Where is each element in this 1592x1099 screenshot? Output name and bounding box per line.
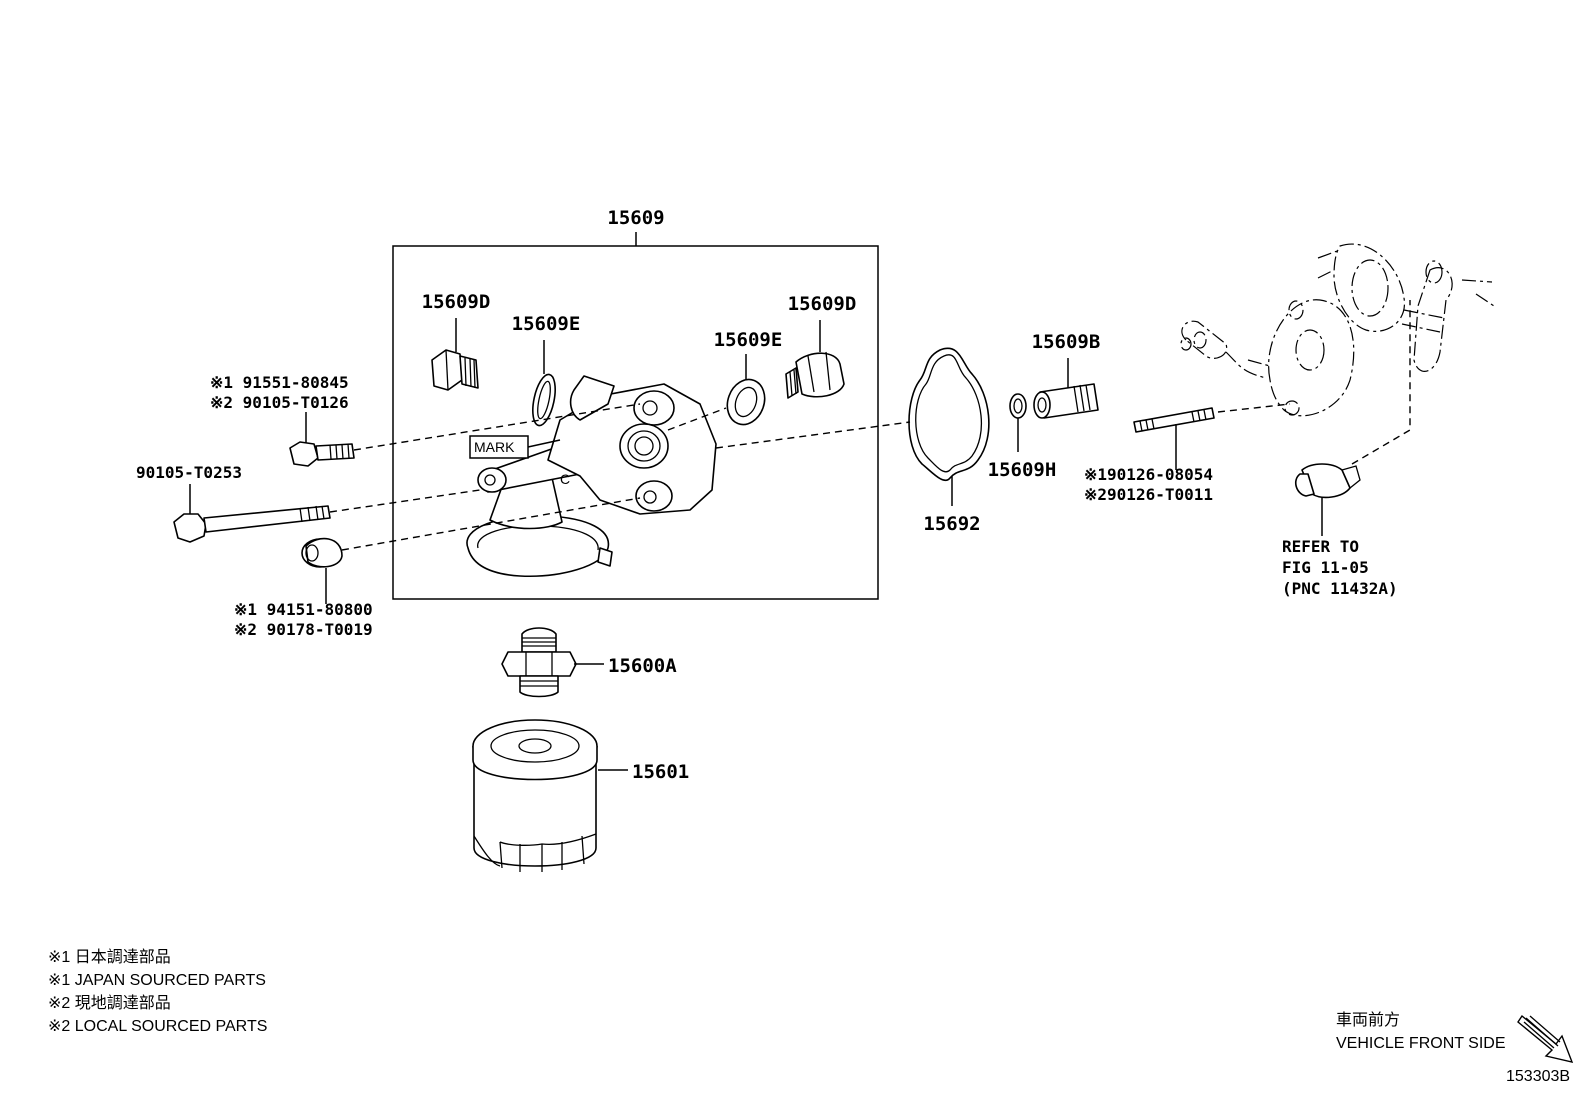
label-bushing-2[interactable]: ※2 90178-T0019	[234, 620, 373, 639]
union-15600a: 15600A	[501, 627, 677, 698]
label-15609h[interactable]: 15609H	[988, 459, 1057, 481]
label-refer-2[interactable]: FIG 11-05	[1282, 558, 1369, 577]
label-15609b[interactable]: 15609B	[1032, 331, 1101, 353]
label-refer-3[interactable]: (PNC 11432A)	[1282, 579, 1398, 598]
drain-plug-15609d-left: 15609D	[422, 291, 491, 391]
assembly-lines	[329, 300, 1411, 551]
label-15600a[interactable]: 15600A	[608, 655, 677, 677]
label-90105-t0253[interactable]: 90105-T0253	[136, 463, 242, 482]
label-15609e-left[interactable]: 15609E	[512, 313, 581, 335]
mark-callout-leader	[527, 439, 561, 448]
o-ring-15609h: 15609H	[988, 393, 1057, 481]
assembly-15609-group: 15609	[392, 207, 879, 600]
legend-line-2: ※1 JAPAN SOURCED PARTS	[48, 972, 266, 989]
engine-block-reference	[1180, 243, 1495, 417]
mark-callout-label[interactable]: MARK	[474, 439, 515, 455]
drain-plug-15609d-right: 15609D	[785, 293, 857, 399]
front-side-jp: 車両前方	[1336, 1011, 1400, 1029]
plug-fig-11-05: REFER TO FIG 11-05 (PNC 11432A)	[1282, 463, 1398, 598]
vehicle-front-indicator: 車両前方 VEHICLE FRONT SIDE 153303B	[1336, 1011, 1574, 1085]
oil-filter-15601: 15601	[472, 719, 689, 872]
flange-bolt-upper: ※1 91551-80845 ※2 90105-T0126	[210, 373, 355, 467]
gasket-15609e-left: 15609E	[512, 313, 581, 427]
label-15609e-right[interactable]: 15609E	[714, 329, 783, 351]
label-15601[interactable]: 15601	[632, 761, 689, 783]
front-direction-arrow-icon	[1517, 1014, 1574, 1063]
label-bushing-1[interactable]: ※1 94151-80800	[234, 600, 373, 619]
label-bolt-upper-2[interactable]: ※2 90105-T0126	[210, 393, 349, 412]
pipe-15609b: 15609B	[1032, 331, 1101, 419]
legend-line-4: ※2 LOCAL SOURCED PARTS	[48, 1018, 267, 1035]
stud-bolt: ※190126-08054 ※290126-T0011	[1084, 407, 1215, 504]
label-bolt-upper-1[interactable]: ※1 91551-80845	[210, 373, 349, 392]
bushing-lower: ※1 94151-80800 ※2 90178-T0019	[234, 537, 373, 639]
label-stud-2[interactable]: ※290126-T0011	[1084, 485, 1213, 504]
legend-line-1: ※1 日本調達部品	[48, 948, 171, 966]
label-15609d-right[interactable]: 15609D	[788, 293, 857, 315]
figure-id: 153303B	[1506, 1068, 1570, 1085]
casting-mark-c: C	[560, 471, 570, 487]
gasket-15609e-right: 15609E	[714, 329, 783, 426]
long-bolt-90105-t0253: 90105-T0253	[136, 463, 331, 543]
oil-filter-bracket: C MARK	[466, 375, 717, 578]
label-stud-1[interactable]: ※190126-08054	[1084, 465, 1213, 484]
legend-line-3: ※2 現地調達部品	[48, 994, 171, 1012]
label-refer-1[interactable]: REFER TO	[1282, 537, 1359, 556]
front-side-en: VEHICLE FRONT SIDE	[1336, 1035, 1506, 1052]
label-15609[interactable]: 15609	[607, 207, 664, 229]
gasket-15692: 15692	[908, 347, 990, 535]
label-15692[interactable]: 15692	[923, 513, 980, 535]
sourcing-legend: ※1 日本調達部品 ※1 JAPAN SOURCED PARTS ※2 現地調達…	[48, 948, 267, 1035]
label-15609d-left[interactable]: 15609D	[422, 291, 491, 313]
